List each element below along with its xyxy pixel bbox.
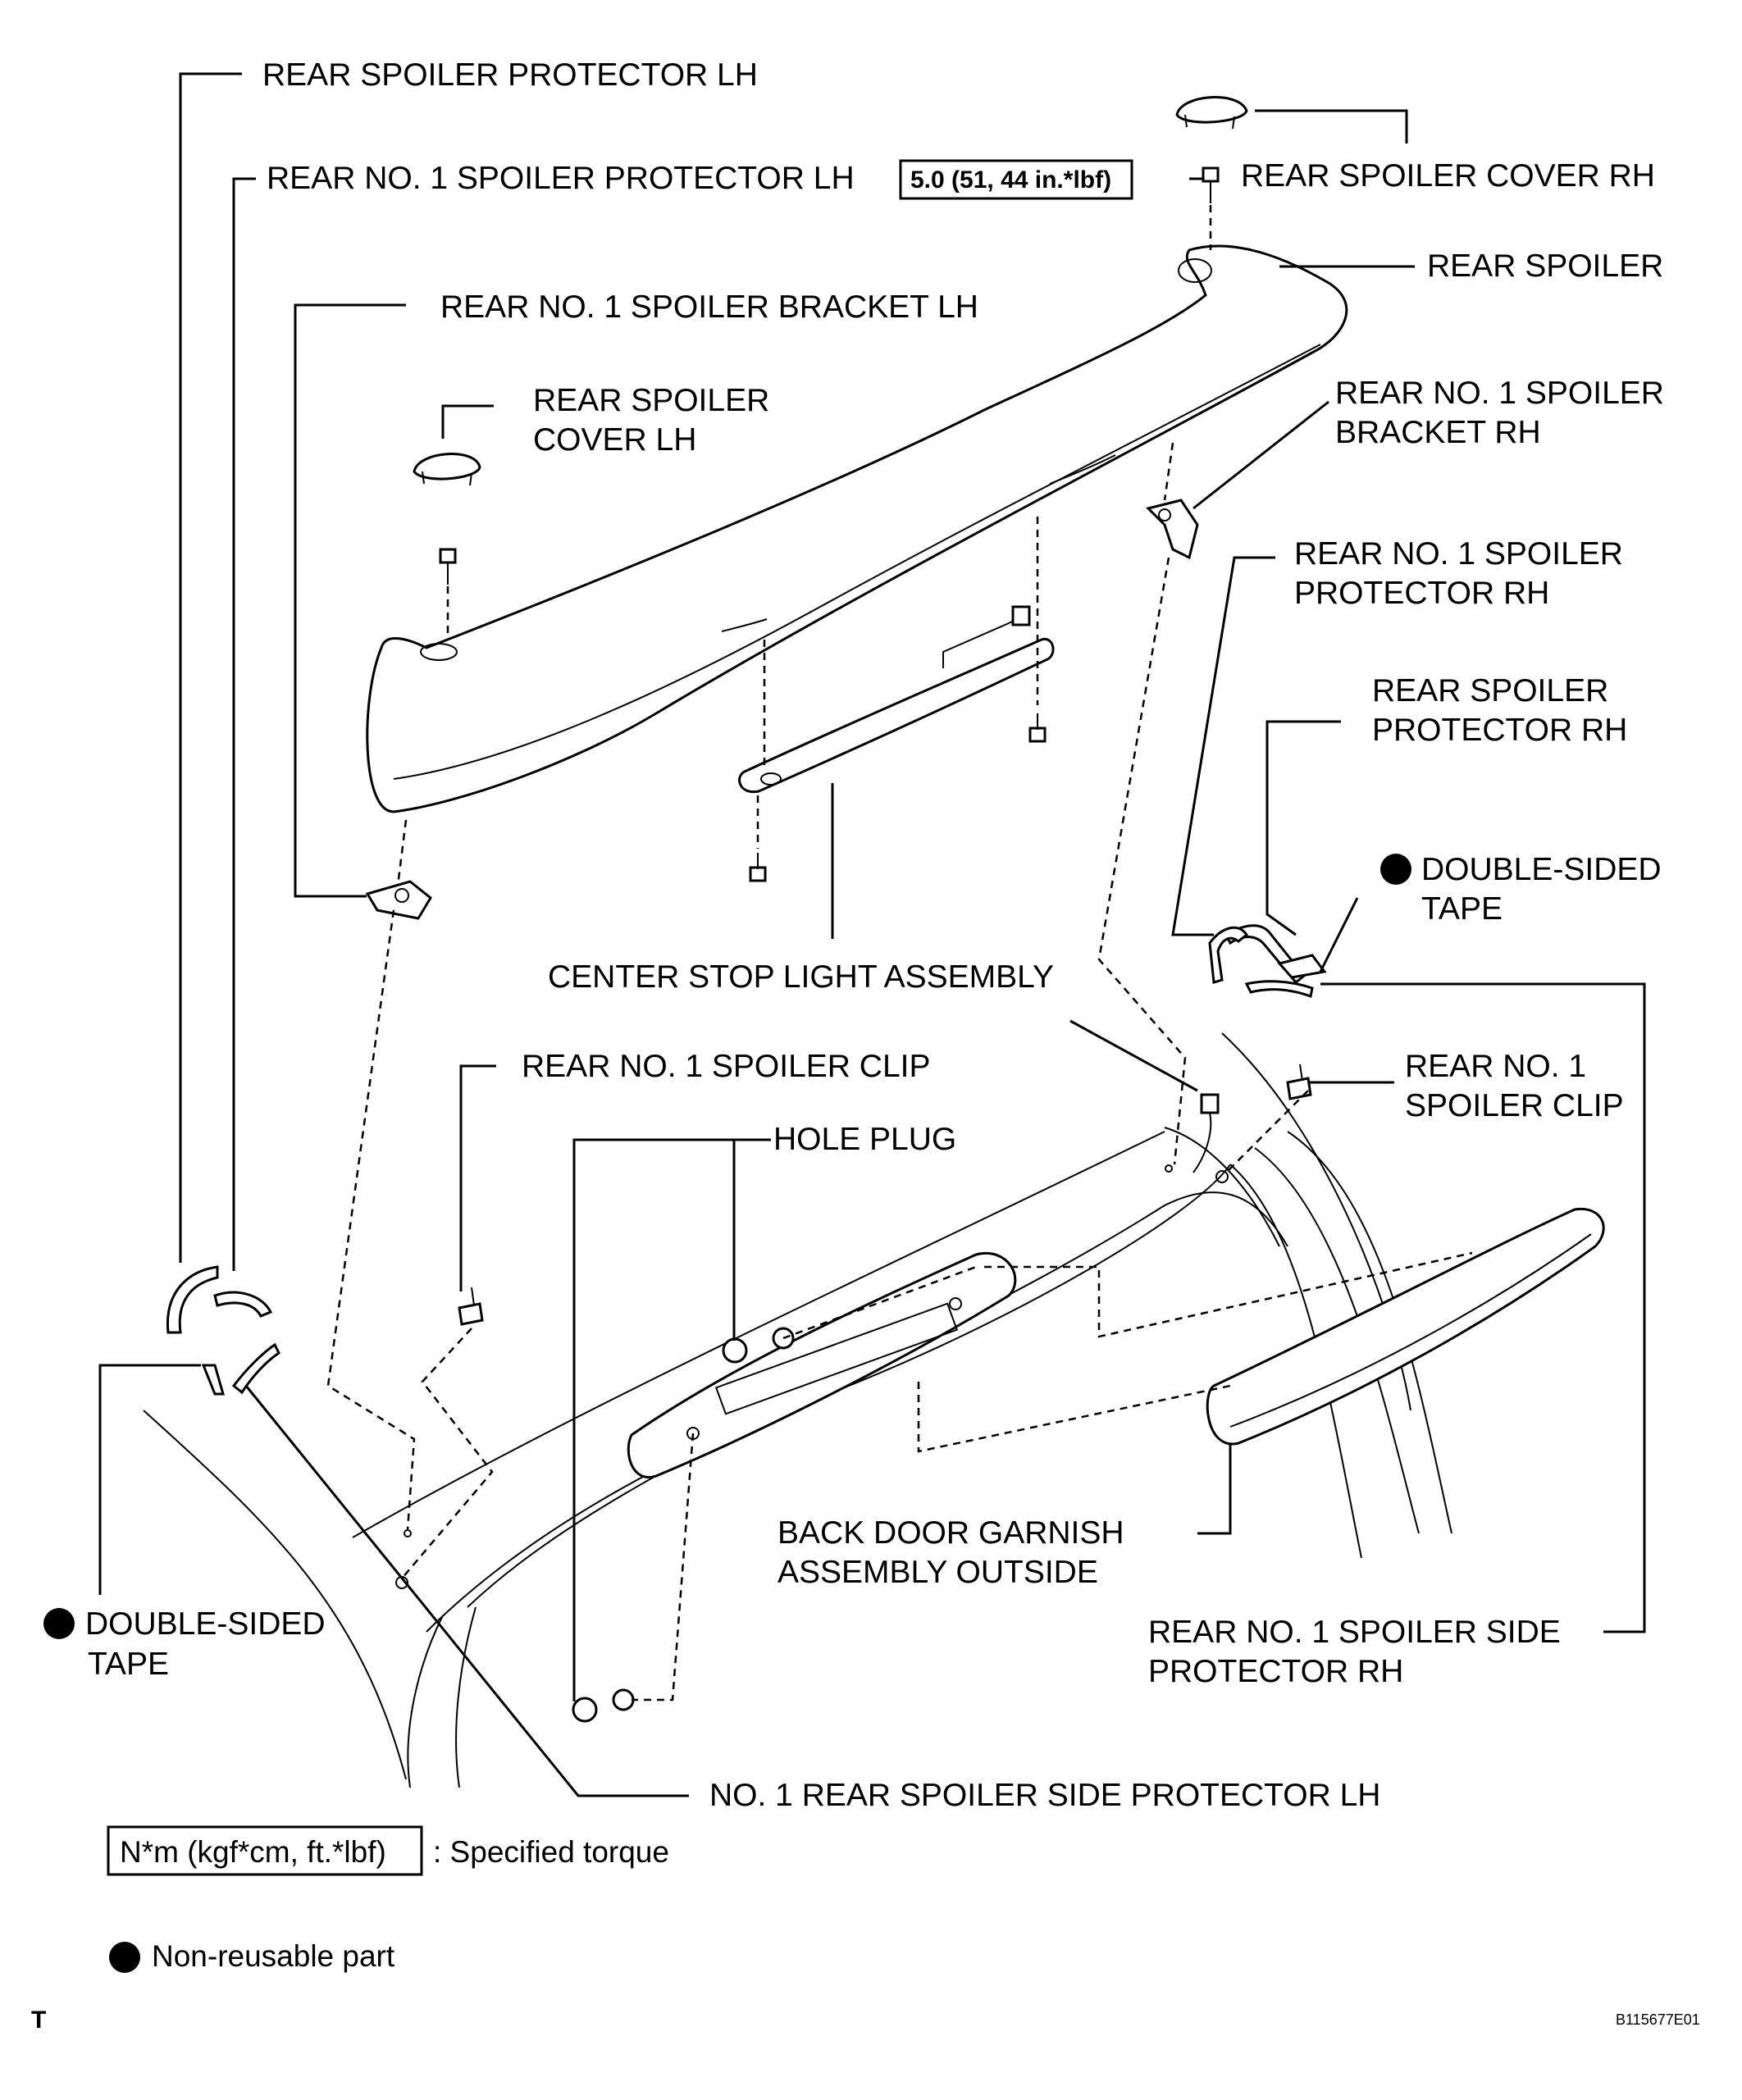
footer: T B115677E01 (31, 2007, 1700, 2034)
side-protector-rh-part (1206, 1208, 1605, 1446)
label-side-protector-lh: NO. 1 REAR SPOILER SIDE PROTECTOR LH (709, 1778, 1380, 1813)
nonreusable-dot-rh-icon (1380, 854, 1411, 885)
legend: N*m (kgf*cm, ft.*lbf) : Specified torque… (107, 1825, 669, 1973)
label-rear-spoiler: REAR SPOILER (1427, 248, 1663, 284)
label-double-sided-tape-rh-line2: TAPE (1421, 891, 1503, 927)
legend-torque-box (107, 1825, 423, 1876)
label-double-sided-tape-rh-line1: DOUBLE-SIDED (1421, 852, 1662, 887)
figure-code: B115677E01 (1616, 2011, 1700, 2028)
label-rear-no1-spoiler-bracket-rh-line2: BRACKET RH (1335, 415, 1541, 450)
center-stop-light-part (738, 605, 1055, 794)
leader-lines (98, 72, 1646, 1797)
label-rear-no1-spoiler-bracket-lh: REAR NO. 1 SPOILER BRACKET LH (440, 289, 978, 325)
nonreusable-dot-lh-icon (43, 1608, 75, 1639)
label-back-door-garnish-line1: BACK DOOR GARNISH (778, 1515, 1124, 1551)
label-rear-no1-spoiler-clip-rh-line2: SPOILER CLIP (1405, 1088, 1624, 1123)
legend-nonreusable-text: Non-reusable part (152, 1939, 395, 1973)
label-rear-no1-spoiler-protector-rh-line1: REAR NO. 1 SPOILER (1294, 536, 1623, 572)
label-rear-no1-spoiler-clip-rh-line1: REAR NO. 1 (1405, 1049, 1586, 1084)
label-rear-spoiler-protector-rh-line1: REAR SPOILER (1372, 673, 1608, 708)
label-rear-no1-spoiler-protector-lh: REAR NO. 1 SPOILER PROTECTOR LH (267, 161, 855, 196)
label-rear-spoiler-protector-lh: REAR SPOILER PROTECTOR LH (262, 57, 758, 93)
label-hole-plug: HOLE PLUG (773, 1122, 956, 1157)
label-rear-spoiler-cover-lh-line2: COVER LH (533, 422, 696, 458)
label-double-sided-tape-lh-line2: TAPE (88, 1647, 169, 1682)
label-rear-spoiler-protector-rh-line2: PROTECTOR RH (1372, 713, 1627, 748)
corner-mark: T (31, 2007, 46, 2034)
label-side-protector-rh-line2: PROTECTOR RH (1148, 1654, 1403, 1689)
legend-nonreusable-dot-icon (109, 1942, 140, 1973)
label-back-door-garnish-line2: ASSEMBLY OUTSIDE (778, 1555, 1098, 1590)
label-double-sided-tape-lh-line1: DOUBLE-SIDED (85, 1606, 326, 1642)
label-rear-spoiler-cover-lh-line1: REAR SPOILER (533, 383, 769, 418)
label-torque-value: 5.0 (51, 44 in.*lbf) (910, 166, 1111, 194)
label-center-stop-light: CENTER STOP LIGHT ASSEMBLY (548, 959, 1054, 995)
legend-torque-desc: : Specified torque (433, 1835, 669, 1869)
assembly-dashed-lines (326, 205, 1473, 1701)
small-parts (166, 96, 1327, 1723)
legend-torque-unit: N*m (kgf*cm, ft.*lbf) (120, 1835, 386, 1869)
label-rear-no1-spoiler-bracket-rh-line1: REAR NO. 1 SPOILER (1335, 376, 1664, 411)
label-side-protector-rh-line1: REAR NO. 1 SPOILER SIDE (1148, 1615, 1561, 1650)
back-door-garnish-part (627, 1251, 1017, 1479)
part-labels: REAR SPOILER PROTECTOR LH REAR NO. 1 SPO… (43, 57, 1664, 1813)
torque-value-box (899, 159, 1133, 200)
label-rear-no1-spoiler-clip-lh: REAR NO. 1 SPOILER CLIP (522, 1049, 931, 1084)
label-rear-no1-spoiler-protector-rh-line2: PROTECTOR RH (1294, 576, 1549, 611)
label-rear-spoiler-cover-rh: REAR SPOILER COVER RH (1241, 158, 1655, 194)
rear-spoiler-part (366, 244, 1348, 813)
